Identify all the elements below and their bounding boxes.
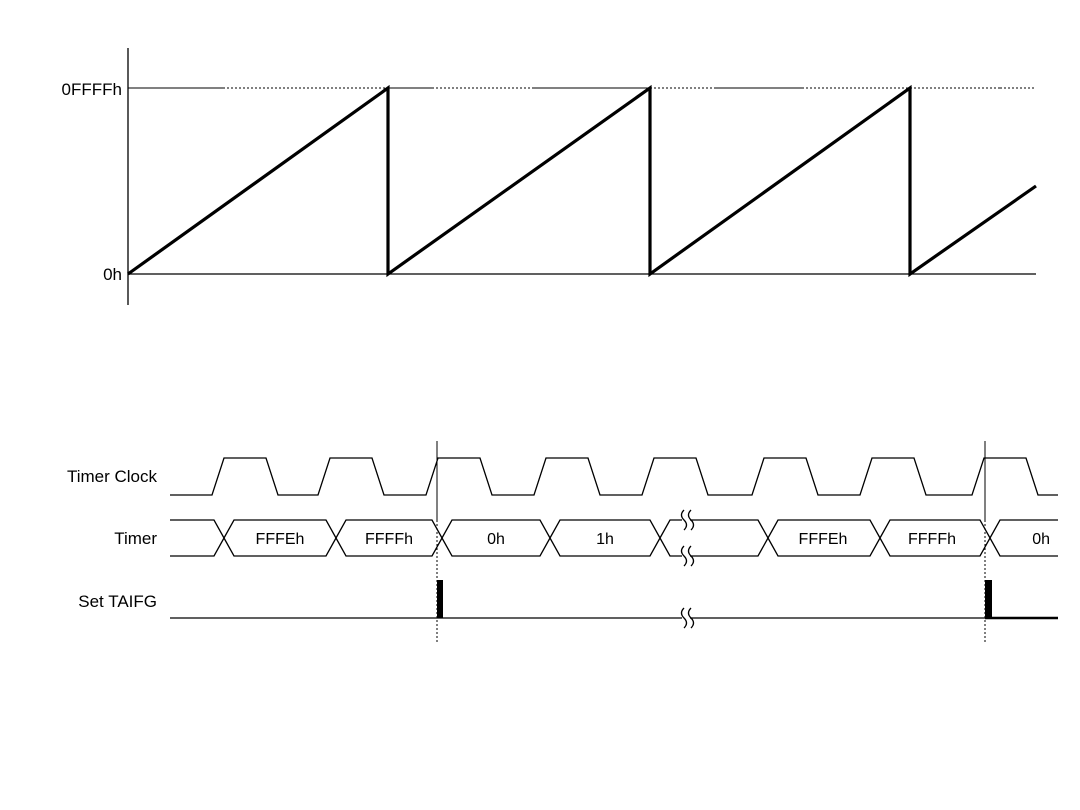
- taifg-pulse-2: [985, 580, 992, 618]
- timer-value-6: FFFFh: [908, 531, 956, 548]
- timer-value-7: 0h: [1032, 531, 1050, 548]
- y-min-label: 0h: [103, 265, 122, 284]
- event-markers: [436, 441, 986, 642]
- timer-value-4: 1h: [596, 531, 614, 548]
- counter-sawtooth: [127, 84, 1037, 278]
- taifg-label: Set TAIFG: [78, 592, 157, 611]
- timer-clock-label: Timer Clock: [67, 467, 158, 486]
- y-max-label: 0FFFFh: [62, 80, 122, 99]
- timer-value-3: 0h: [487, 531, 505, 548]
- timing-diagram: Timer Clock Timer Set TAIFG FFFEh FFFFh: [67, 441, 1058, 642]
- timer-value-5: FFFEh: [799, 531, 848, 548]
- timer-value-2: FFFFh: [365, 531, 413, 548]
- taifg-waveform: [170, 580, 1058, 629]
- timer-clock-waveform: [170, 457, 1058, 496]
- timer-bus-waveform: [170, 509, 1058, 567]
- counter-graph: 0FFFFh 0h: [62, 48, 1037, 305]
- timer-label: Timer: [114, 529, 157, 548]
- taifg-pulse-1: [437, 580, 443, 618]
- timer-value-1: FFFEh: [256, 531, 305, 548]
